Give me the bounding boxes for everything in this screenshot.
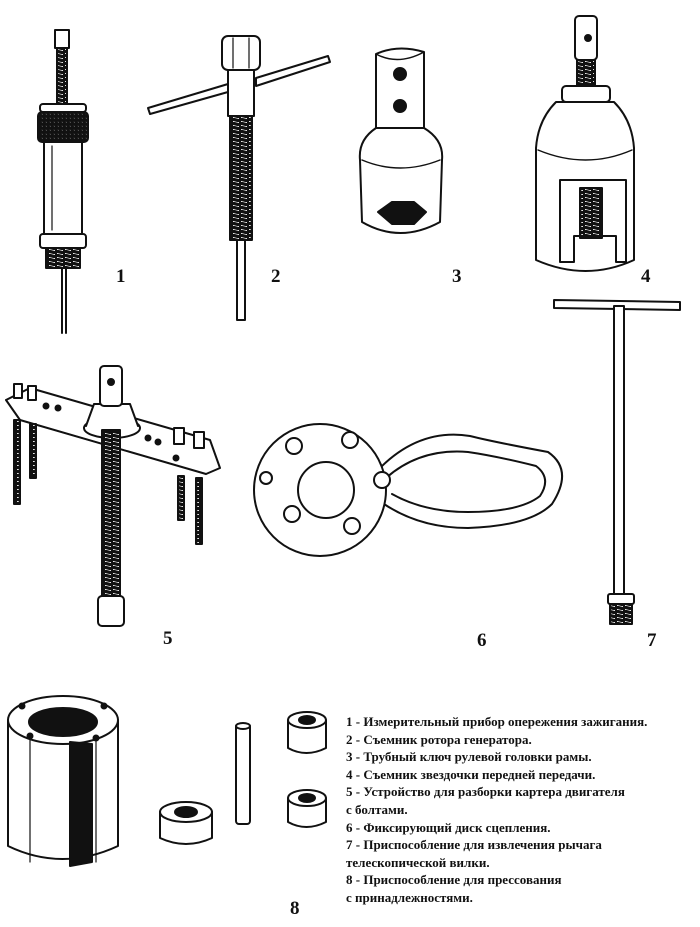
tool-7-fork-tool [554, 300, 680, 624]
legend-item: 8 - Приспособление для прессования с при… [346, 872, 562, 905]
label-tool-4: 4 [641, 266, 651, 287]
legend-item: 1 - Измерительный прибор опережения зажи… [346, 714, 648, 729]
label-tool-6: 6 [477, 630, 487, 651]
legend-list: 1 - Измерительный прибор опережения зажи… [346, 713, 698, 907]
tool-8-press-set [8, 696, 326, 866]
tool-3-tube-wrench [360, 48, 442, 233]
legend-item: 4 - Съемник звездочки передней передачи. [346, 766, 596, 782]
label-tool-8: 8 [290, 898, 300, 919]
label-tool-2: 2 [271, 266, 281, 287]
legend-item: 3 - Трубный ключ рулевой головки рамы. [346, 749, 592, 765]
legend-item: 2 - Съемник ротора генератора. [346, 731, 532, 747]
tool-2-rotor-puller [148, 36, 330, 320]
tool-4-sprocket-puller [536, 16, 634, 271]
tool-5-crankcase-splitter [6, 366, 220, 626]
legend-item: 5 - Устройство для разборки картера двиг… [346, 784, 625, 817]
label-tool-1: 1 [116, 266, 126, 287]
tool-6-clutch-holder [254, 424, 562, 556]
legend-item: 6 - Фиксирующий диск сцепления. [346, 819, 551, 835]
label-tool-3: 3 [452, 266, 462, 287]
legend-item: 7 - Приспособление для извлечения рычага… [346, 837, 602, 870]
label-tool-7: 7 [647, 630, 657, 651]
label-tool-5: 5 [163, 628, 173, 649]
tool-1-timing-gauge [38, 30, 88, 333]
